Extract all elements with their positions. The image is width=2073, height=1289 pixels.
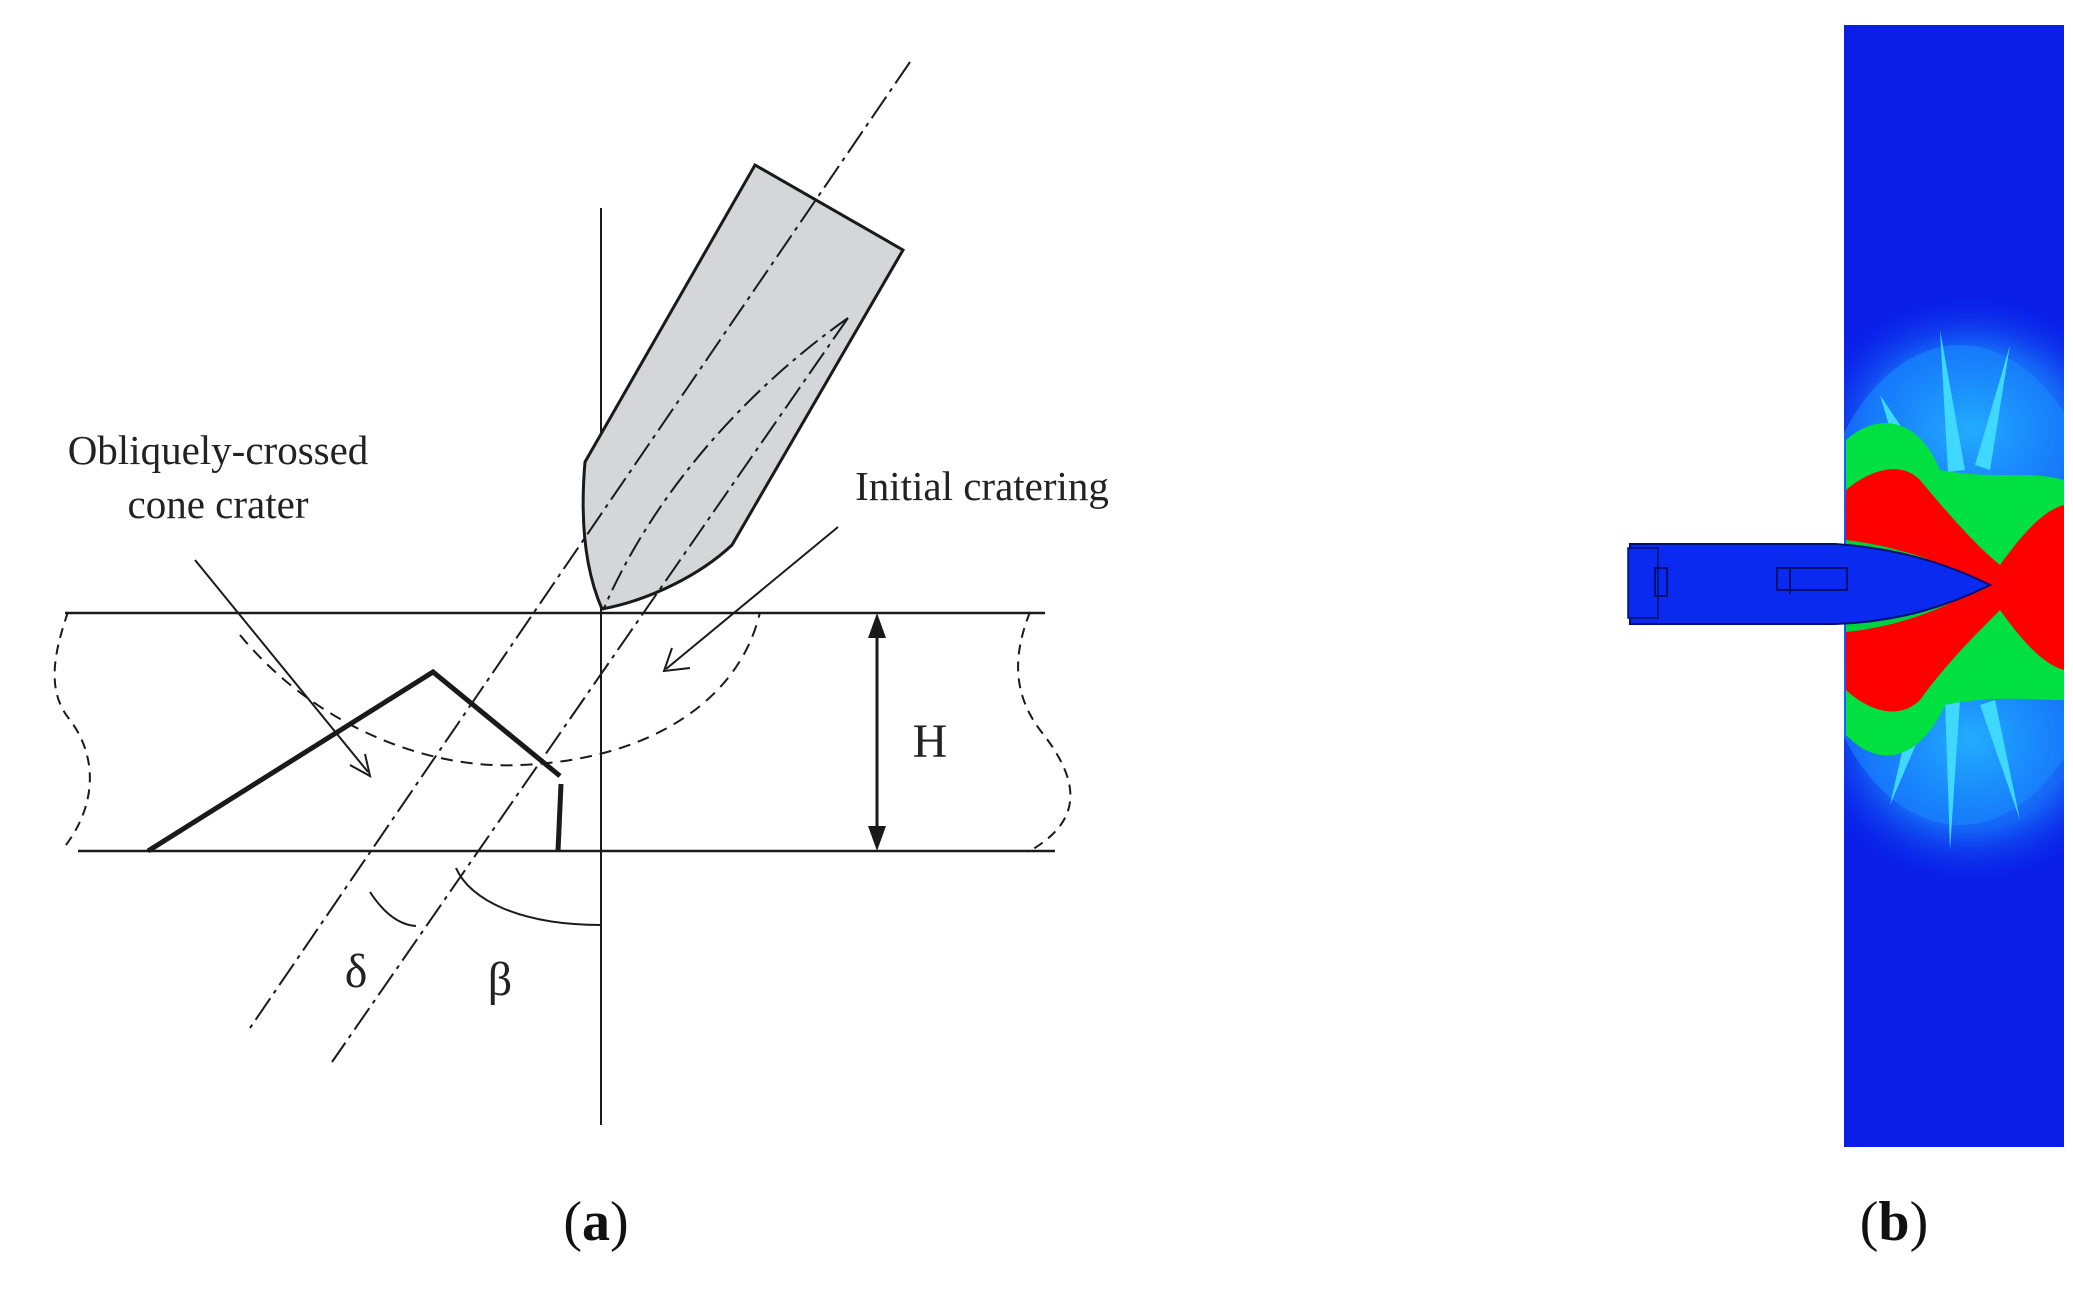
beta-angle-arc xyxy=(455,867,602,926)
caption-b-letter: b xyxy=(1878,1191,1909,1253)
projectile-mark-left xyxy=(1654,567,1668,597)
beta-angle-label: β xyxy=(488,953,512,1006)
delta-angle-label: δ xyxy=(345,945,368,998)
left-break-line xyxy=(53,611,91,851)
right-break-line xyxy=(1017,611,1072,853)
projectile-tail xyxy=(1627,547,1659,619)
cone-crater-label-line2: cone crater xyxy=(128,481,309,527)
cone-crater-leader-arrowhead xyxy=(349,753,372,778)
cyan-crack-spikes xyxy=(1880,330,2020,850)
panel-b-simulation: (b) xyxy=(1627,25,2064,1253)
thickness-arrow-head-top xyxy=(868,613,886,638)
initial-cratering-leader-line xyxy=(665,526,839,670)
stress-field xyxy=(1844,290,2064,890)
delta-angle-arc xyxy=(369,891,417,927)
caption-a-open: ( xyxy=(563,1191,582,1253)
simulated-projectile xyxy=(1629,543,1993,625)
cone-crater-leader-line xyxy=(194,559,369,773)
initial-cratering-leader-arrowhead xyxy=(662,647,691,673)
projectile-mark-right xyxy=(1776,567,1848,591)
ogive-profile-line xyxy=(603,317,849,609)
deflected-axis-line xyxy=(331,317,849,1063)
caption-b-open: ( xyxy=(1860,1191,1879,1253)
cone-crater-outline xyxy=(146,668,562,854)
cone-crater-wall xyxy=(555,783,564,852)
projectile-axis-line xyxy=(249,61,911,1029)
thickness-arrow-head-bottom xyxy=(868,826,886,851)
initial-cratering-arc xyxy=(239,611,761,767)
panel-a-schematic: Obliquely-crossed cone crater Initial cr… xyxy=(53,61,1109,1253)
caption-b: (b) xyxy=(1860,1191,1928,1253)
caption-b-close: ) xyxy=(1910,1191,1929,1253)
thickness-label: H xyxy=(913,715,948,768)
caption-a-letter: a xyxy=(582,1191,610,1253)
cone-crater-label-line1: Obliquely-crossed xyxy=(68,427,369,473)
caption-a: (a) xyxy=(563,1191,628,1253)
projectile xyxy=(581,162,906,611)
caption-a-close: ) xyxy=(610,1191,629,1253)
initial-cratering-label: Initial cratering xyxy=(855,463,1109,509)
plate-break-lines xyxy=(53,611,1072,853)
